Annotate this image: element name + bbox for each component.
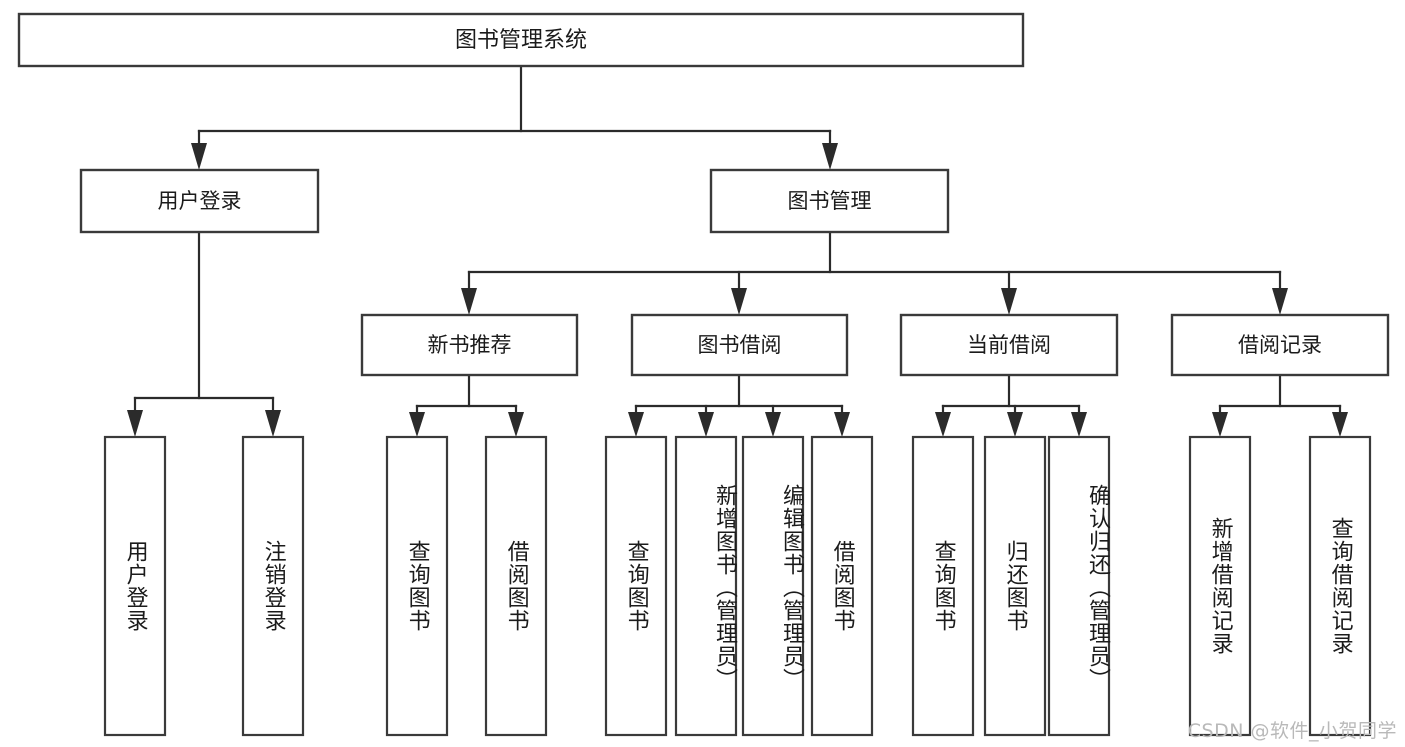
leaf-query-book-3-box[interactable] <box>911 435 975 737</box>
connector-group-book-manage <box>461 230 1288 315</box>
arrow-book-borrow-to-leaf3-icon <box>765 412 781 437</box>
arrow-to-book-borrow-icon <box>731 288 747 315</box>
connector-group-book-borrow <box>628 373 850 437</box>
connector-group-current-borrow <box>935 373 1087 437</box>
leaf-return-book-box[interactable] <box>983 435 1047 737</box>
leaf-add-book-box[interactable] <box>674 435 738 737</box>
arrow-new-book-rec-to-leaf2-icon <box>508 412 524 437</box>
node-root-label: 图书管理系统 <box>455 28 587 53</box>
arrow-current-borrow-to-leaf1-icon <box>935 412 951 437</box>
csdn-watermark: CSDN @软件_小贺同学 <box>1187 720 1397 742</box>
arrow-book-borrow-to-leaf4-icon <box>834 412 850 437</box>
node-root[interactable]: 图书管理系统 <box>17 12 1025 68</box>
node-user-login-box <box>79 168 320 234</box>
leaf-add-record-box[interactable] <box>1188 435 1252 737</box>
node-current-borrow[interactable]: 当前借阅 <box>899 313 1119 377</box>
leaf-user-login-box[interactable] <box>103 435 167 737</box>
leaf-query-book-2-box[interactable] <box>604 435 668 737</box>
node-new-book-rec[interactable]: 新书推荐 <box>360 313 579 377</box>
node-book-manage[interactable]: 图书管理 <box>709 168 950 234</box>
leaf-query-record-box[interactable] <box>1308 435 1372 737</box>
node-book-borrow[interactable]: 图书借阅 <box>630 313 849 377</box>
arrow-borrow-record-to-leaf1-icon <box>1212 412 1228 437</box>
node-new-book-rec-label: 新书推荐 <box>428 333 512 357</box>
leaf-logout-box[interactable] <box>241 435 305 737</box>
connector-group-borrow-record <box>1212 373 1348 437</box>
node-book-manage-box <box>709 168 950 234</box>
arrow-current-borrow-to-leaf2-icon <box>1007 412 1023 437</box>
node-borrow-record-box <box>1170 313 1390 377</box>
arrow-user-login-to-leaf2-icon <box>265 410 281 437</box>
node-book-borrow-box <box>630 313 849 377</box>
node-borrow-record[interactable]: 借阅记录 <box>1170 313 1390 377</box>
node-user-login-label: 用户登录 <box>158 189 242 213</box>
arrow-current-borrow-to-leaf3-icon <box>1071 412 1087 437</box>
arrow-book-borrow-to-leaf2-icon <box>698 412 714 437</box>
leaf-query-book-1-box[interactable] <box>385 435 449 737</box>
arrow-user-login-to-leaf1-icon <box>127 410 143 437</box>
arrow-borrow-record-to-leaf2-icon <box>1332 412 1348 437</box>
node-new-book-rec-box <box>360 313 579 377</box>
node-current-borrow-box <box>899 313 1119 377</box>
node-root-box <box>17 12 1025 68</box>
connector-group-new-book-rec <box>409 373 524 437</box>
leaf-borrow-book-2-box[interactable] <box>810 435 874 737</box>
arrow-to-current-borrow-icon <box>1001 288 1017 315</box>
arrow-root-to-user-login-icon <box>191 143 207 170</box>
node-current-borrow-label: 当前借阅 <box>967 333 1051 357</box>
arrow-root-to-book-manage-icon <box>822 143 838 170</box>
connector-group-user-login <box>127 230 281 437</box>
leaf-borrow-book-1-box[interactable] <box>484 435 548 737</box>
node-book-manage-label: 图书管理 <box>788 189 872 213</box>
leaf-edit-book-box[interactable] <box>741 435 805 737</box>
node-book-borrow-label: 图书借阅 <box>698 333 782 357</box>
arrow-to-borrow-record-icon <box>1272 288 1288 315</box>
connector-group-root <box>191 64 838 170</box>
arrow-new-book-rec-to-leaf1-icon <box>409 412 425 437</box>
leaf-boxes-group <box>103 435 1372 737</box>
node-user-login[interactable]: 用户登录 <box>79 168 320 234</box>
arrow-book-borrow-to-leaf1-icon <box>628 412 644 437</box>
leaf-confirm-return-box[interactable] <box>1047 435 1111 737</box>
node-borrow-record-label: 借阅记录 <box>1238 333 1322 357</box>
arrow-to-new-book-rec-icon <box>461 288 477 315</box>
